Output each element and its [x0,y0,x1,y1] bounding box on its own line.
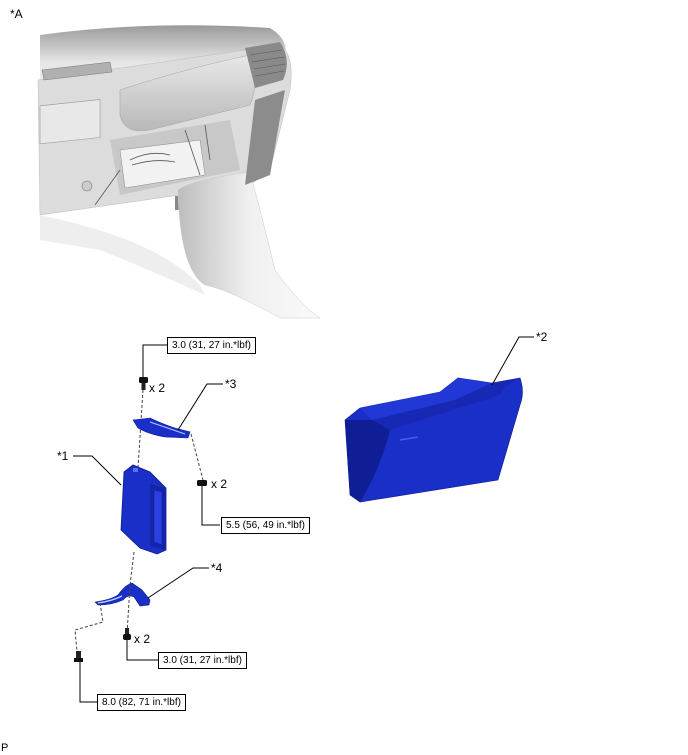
qty-bracket-nut: x 2 [211,477,228,491]
part-label-1: *1 [57,449,69,463]
ecu-shape [120,464,167,555]
single-bolt-icon [74,651,83,662]
torque-box-bracket-nut: 5.5 (56, 49 in.*lbf) [221,517,310,534]
part-label-4: *4 [211,561,223,575]
qty-lower-bolt: x 2 [134,632,151,646]
leader-upper-bolt [142,344,167,378]
part-label-3: *3 [225,377,237,391]
illustration-label: *A [10,7,23,21]
footer-code: P [1,742,9,754]
torque-box-lower-bolt: 3.0 (31, 27 in.*lbf) [158,652,247,669]
torque-box-single-bolt: 8.0 (82, 71 in.*lbf) [97,694,186,711]
upper-bracket-shape [132,417,191,439]
torque-box-upper-bolt: 3.0 (31, 27 in.*lbf) [167,337,256,354]
part-label-2: *2 [536,330,548,344]
upper-bolt-icon [139,377,148,390]
qty-upper-bolt: x 2 [149,381,166,395]
nut-icon [197,480,207,486]
glove-box-shape [344,377,523,503]
lower-bolt-icon [123,628,131,640]
